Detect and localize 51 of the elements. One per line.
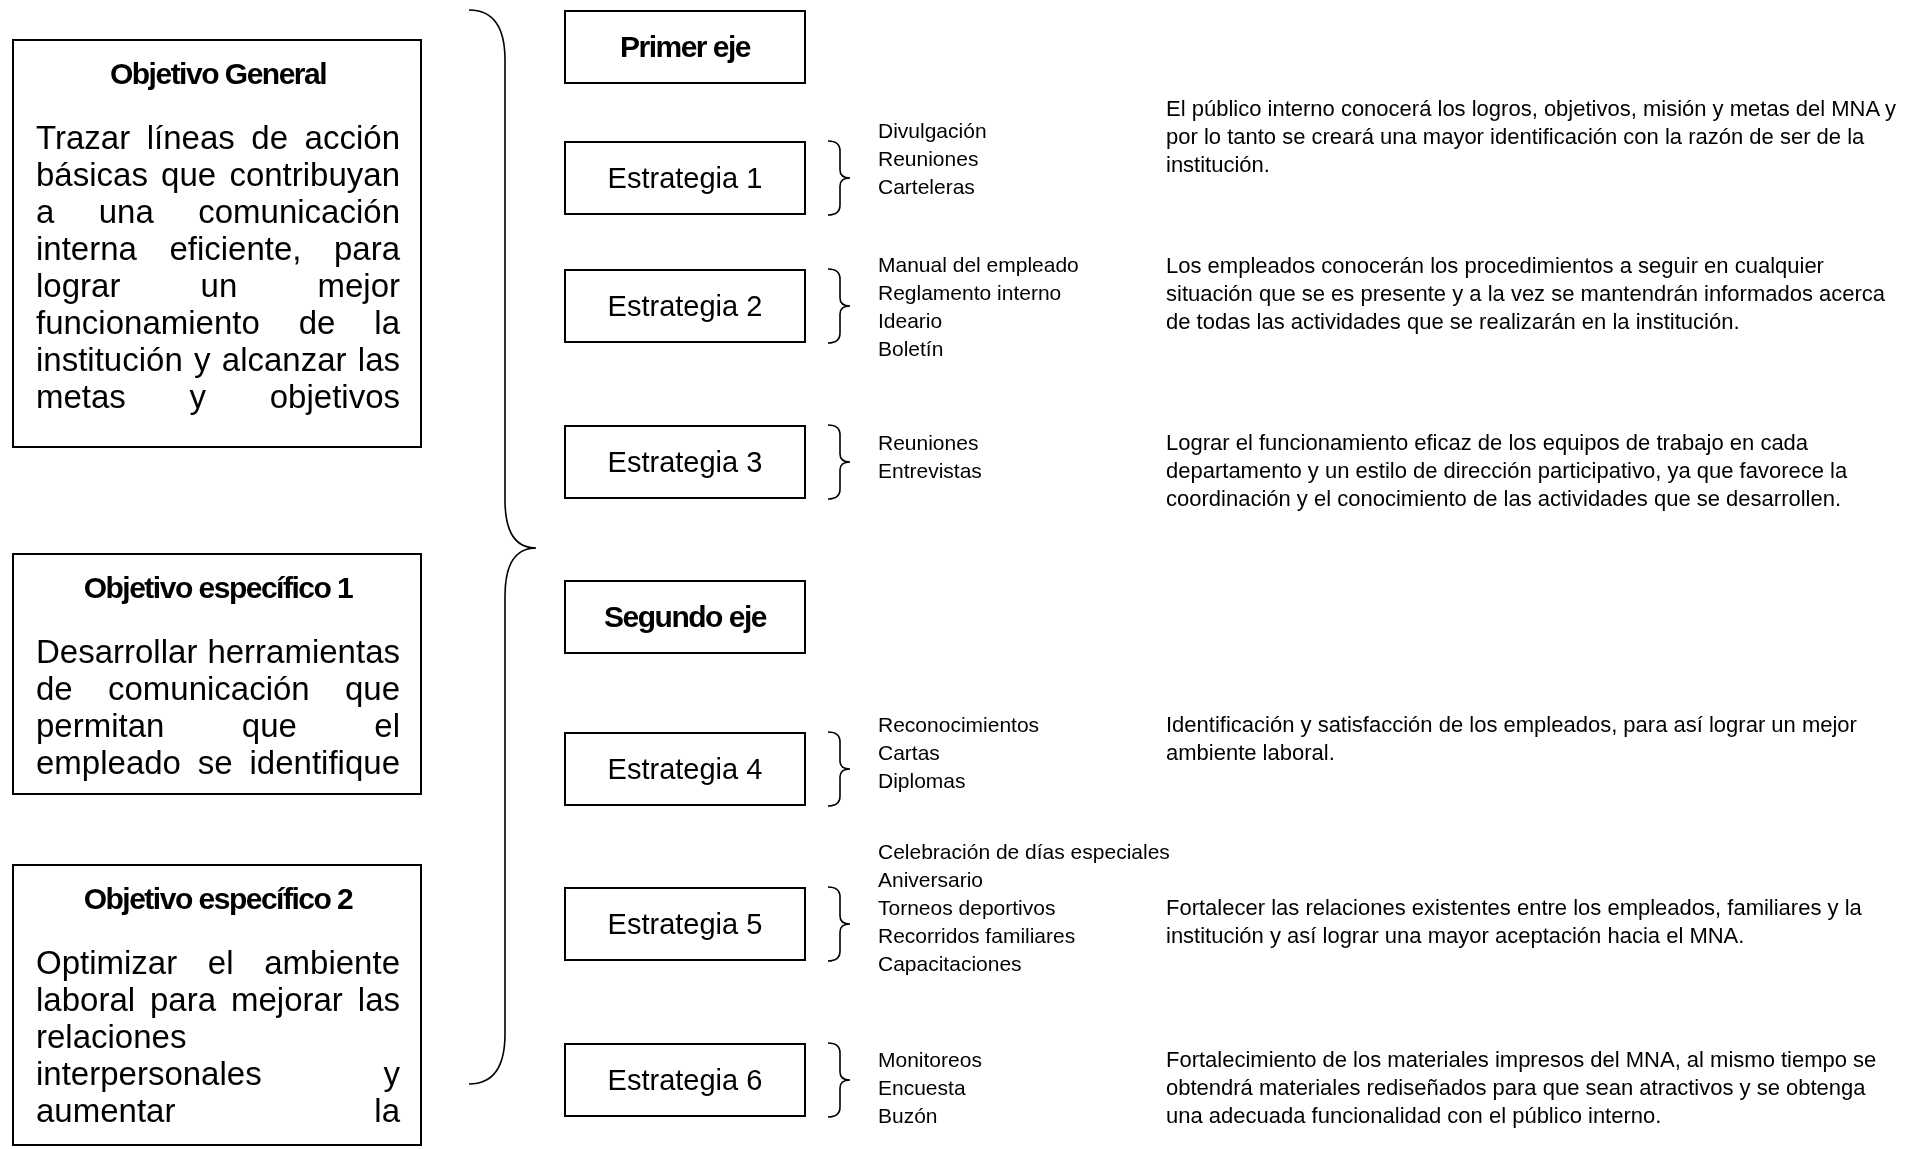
axis-box — [564, 580, 806, 654]
list-item: Reconocimientos — [878, 712, 1040, 738]
axis-box — [564, 10, 806, 84]
list-item: Celebración de días especiales — [878, 839, 1170, 865]
list-item: Reuniones — [878, 146, 979, 172]
strategy-box — [564, 732, 806, 806]
list-item: Monitoreos — [878, 1047, 982, 1073]
list-item: Reuniones — [878, 430, 979, 456]
strategy-label: Estrategia 3 — [607, 445, 763, 479]
objective-text: Desarrollar herramientas de comunicación que permitan que el empleado se identifique — [36, 633, 400, 781]
description-text: El público interno conocerá los logros, objetivos, misión y metas del MNA y por lo tanto se creará una mayor identificación con la razón de ser de la institución. — [1166, 95, 1897, 179]
list-item: Diplomas — [878, 768, 966, 794]
list-item: Ideario — [878, 308, 943, 334]
description-text: Los empleados conocerán los procedimientos a seguir en cualquier situación que se es presente y a la vez se mantendrán informados acerca de todas las actividades que se realizarán en la institución. — [1166, 252, 1887, 336]
list-item: Torneos deportivos — [878, 895, 1056, 921]
objective-box — [12, 864, 422, 1146]
objective-text: Optimizar el ambiente laboral para mejorar las relaciones interpersonales y aumentar la — [36, 944, 400, 1129]
strategy-box — [564, 269, 806, 343]
list-item: Buzón — [878, 1103, 938, 1129]
list-item: Divulgación — [878, 118, 987, 144]
strategy-label: Estrategia 4 — [607, 752, 763, 786]
list-item: Carteleras — [878, 174, 975, 200]
list-item: Aniversario — [878, 867, 984, 893]
objective-text: Trazar líneas de acción básicas que contribuyan a una comunicación interna eficiente, para lograr un mejor funcionamiento de la institución y alcanzar las metas y objetivos — [36, 119, 400, 415]
list-item: Manual del empleado — [878, 252, 1079, 278]
list-item: Reglamento interno — [878, 280, 1062, 306]
list-item: Cartas — [878, 740, 940, 766]
axis-heading: Primer eje — [619, 30, 751, 64]
strategy-box — [564, 425, 806, 499]
strategy-label: Estrategia 1 — [607, 161, 763, 195]
description-text: Identificación y satisfacción de los empleados, para así lograr un mejor ambiente laboral. — [1166, 711, 1858, 767]
description-text: Lograr el funcionamiento eficaz de los equipos de trabajo en cada departamento y un estilo de dirección participativo, ya que favorece la coordinación y el conocimiento de las actividades que se desarrollen. — [1166, 429, 1849, 513]
strategy-label: Estrategia 2 — [607, 289, 763, 323]
list-item: Encuesta — [878, 1075, 966, 1101]
strategy-label: Estrategia 6 — [607, 1063, 763, 1097]
objective-box — [12, 553, 422, 795]
list-item: Boletín — [878, 336, 944, 362]
list-item: Entrevistas — [878, 458, 982, 484]
strategy-label: Estrategia 5 — [607, 907, 763, 941]
strategy-box — [564, 141, 806, 215]
objective-heading: Objetivo específico 1 — [82, 571, 354, 605]
axis-heading: Segundo eje — [604, 600, 766, 634]
list-item: Recorridos familiares — [878, 923, 1076, 949]
objective-heading: Objetivo específico 2 — [82, 882, 354, 916]
objective-box — [12, 39, 422, 448]
description-text: Fortalecer las relaciones existentes entre los empleados, familiares y la institución y así lograr una mayor aceptación hacia el MNA. — [1166, 894, 1863, 950]
strategy-box — [564, 1043, 806, 1117]
objective-heading: Objetivo General — [108, 57, 328, 91]
description-text: Fortalecimiento de los materiales impresos del MNA, al mismo tiempo se obtendrá materiales rediseñados para que sean atractivos y se obtenga una adecuada funcionalidad con el público interno. — [1166, 1046, 1878, 1130]
list-item: Capacitaciones — [878, 951, 1022, 977]
strategy-box — [564, 887, 806, 961]
